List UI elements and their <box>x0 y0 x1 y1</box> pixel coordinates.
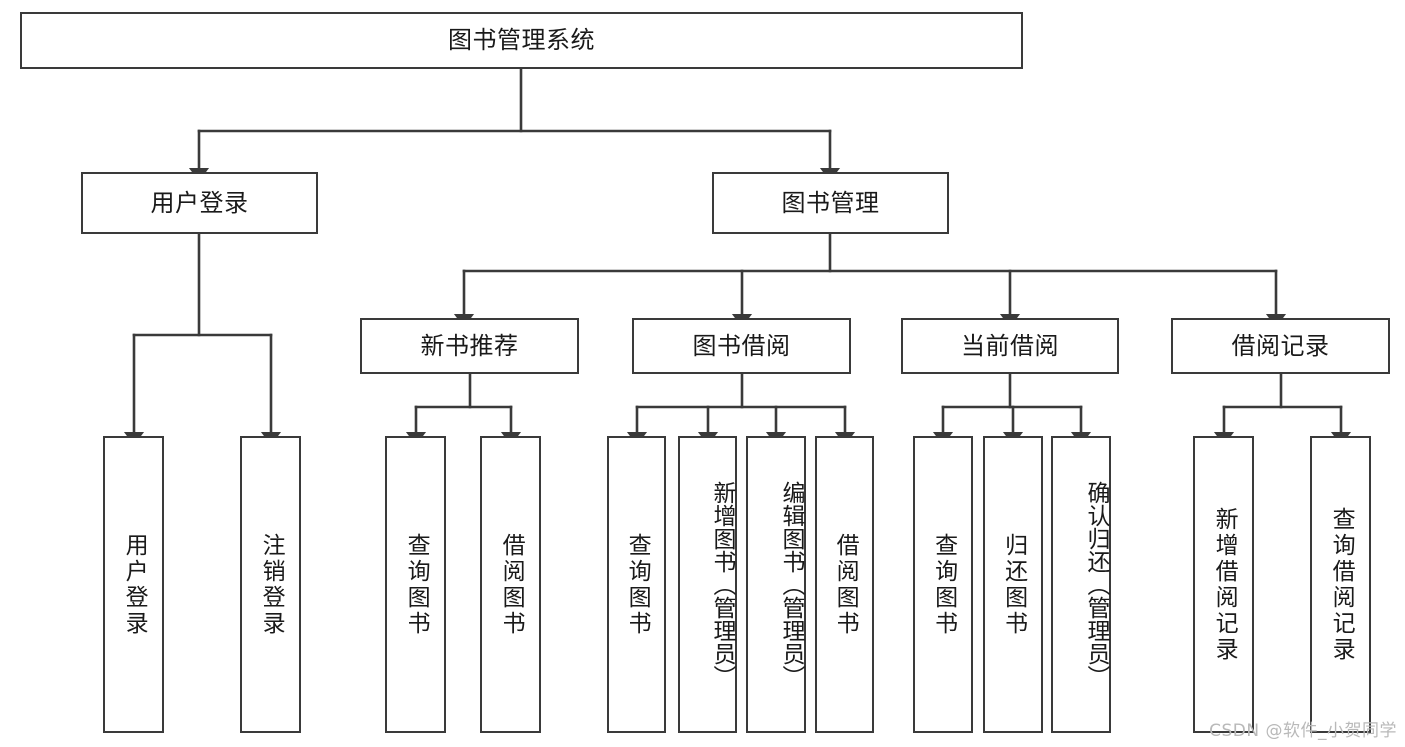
node-leaf-query-book-a: 查询图书 <box>385 436 446 733</box>
node-label: 查询图书 <box>403 532 430 637</box>
node-user-login: 用户登录 <box>81 172 318 234</box>
node-label: 查询借阅记录 <box>1328 506 1355 663</box>
node-book-borrow: 图书借阅 <box>632 318 851 374</box>
node-book-manage: 图书管理 <box>712 172 949 234</box>
node-leaf-query-book-b: 查询图书 <box>607 436 666 733</box>
node-label: 图书借阅 <box>692 331 791 360</box>
node-label: 用户登录 <box>150 188 249 217</box>
node-label: 新增图书（管理员） <box>709 481 735 688</box>
node-leaf-borrow-book-a: 借阅图书 <box>480 436 541 733</box>
node-label: 查询图书 <box>624 532 651 637</box>
node-label: 当前借阅 <box>961 331 1059 360</box>
node-leaf-confirm-return: 确认归还（管理员） <box>1051 436 1111 733</box>
node-label: 用户登录 <box>121 532 148 637</box>
edge-paths <box>123 67 1352 446</box>
node-leaf-return-book: 归还图书 <box>983 436 1043 733</box>
node-label: 图书管理系统 <box>448 26 595 55</box>
node-label: 图书管理 <box>781 188 880 217</box>
watermark-label: CSDN @软件_小贺同学 <box>1209 721 1397 741</box>
node-borrow-record: 借阅记录 <box>1171 318 1390 374</box>
node-label: 归还图书 <box>1000 532 1027 637</box>
node-label: 借阅图书 <box>498 532 525 637</box>
node-leaf-add-record: 新增借阅记录 <box>1193 436 1254 733</box>
node-leaf-borrow-book-b: 借阅图书 <box>815 436 874 733</box>
node-leaf-query-book-c: 查询图书 <box>913 436 973 733</box>
node-leaf-add-book: 新增图书（管理员） <box>678 436 737 733</box>
node-label: 确认归还（管理员） <box>1083 481 1109 688</box>
node-label: 编辑图书（管理员） <box>778 481 804 688</box>
node-leaf-edit-book: 编辑图书（管理员） <box>746 436 806 733</box>
node-leaf-logout: 注销登录 <box>240 436 301 733</box>
node-leaf-query-record: 查询借阅记录 <box>1310 436 1371 733</box>
node-label: 新增借阅记录 <box>1211 506 1238 663</box>
node-root: 图书管理系统 <box>20 12 1023 69</box>
node-label: 查询图书 <box>930 532 957 637</box>
node-label: 注销登录 <box>258 532 285 637</box>
node-label: 借阅记录 <box>1231 331 1330 360</box>
node-leaf-user-login: 用户登录 <box>103 436 164 733</box>
node-new-book-rec: 新书推荐 <box>360 318 579 374</box>
node-label: 借阅图书 <box>832 532 859 637</box>
node-current-borrow: 当前借阅 <box>901 318 1119 374</box>
node-label: 新书推荐 <box>420 331 519 360</box>
